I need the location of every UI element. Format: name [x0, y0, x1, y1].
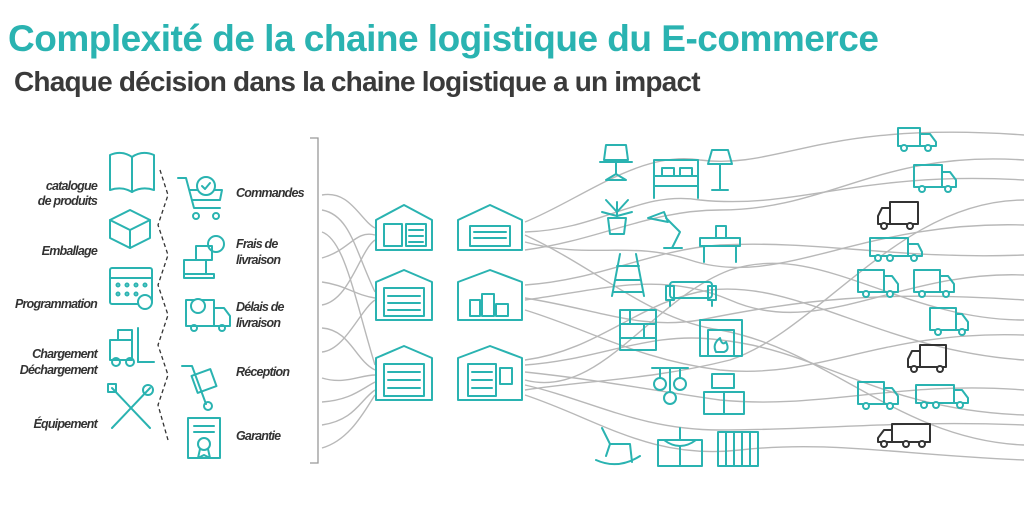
dashed-separator: [157, 169, 169, 441]
bookshelf-icon: [619, 309, 657, 351]
tv-stand-icon: [703, 373, 745, 415]
label-garantie: Garantie: [236, 429, 281, 443]
euro-boxes-icon: [183, 235, 225, 279]
forklift-icon: [109, 327, 155, 367]
label-dechargement: Déchargement: [20, 363, 99, 377]
label-catalogue-2: de produits: [38, 194, 98, 208]
label-equipement: Équipement: [33, 416, 98, 431]
label-delais: Délais de: [236, 300, 285, 314]
truck-icon: [877, 201, 919, 230]
truck-icon: [869, 237, 923, 262]
label-commandes: Commandes: [236, 186, 305, 200]
truck-icon: [857, 381, 899, 410]
page-title: Complexité de la chaine logistique du E-…: [8, 18, 879, 59]
page-subtitle: Chaque décision dans la chaine logistiqu…: [14, 66, 701, 97]
certificate-icon: [187, 417, 221, 459]
sink-icon: [657, 427, 703, 467]
side-table-icon: [699, 225, 741, 263]
ceiling-lamp-icon: [651, 367, 689, 405]
crib-icon: [717, 431, 759, 467]
tools-icon: [107, 383, 154, 429]
delivery-time-icon: [185, 298, 231, 332]
label-frais-2: livraison: [236, 253, 281, 267]
middle-labels: Commandes Frais de livraison Délais de l…: [236, 186, 305, 443]
truck-icon: [913, 164, 957, 193]
sofa-icon: [665, 281, 717, 307]
left-labels: catalogue de produits Emballage Programm…: [15, 179, 99, 431]
bracket: [310, 137, 319, 464]
label-catalogue: catalogue: [46, 179, 98, 193]
label-chargement: Chargement: [32, 347, 99, 361]
label-delais-2: livraison: [236, 316, 281, 330]
cart-icon: [177, 176, 223, 220]
ladder-icon: [611, 253, 645, 297]
label-reception: Réception: [236, 365, 290, 379]
book-icon: [109, 151, 155, 193]
truck-icon: [897, 127, 937, 152]
desk-lamp-icon: [647, 211, 683, 249]
floor-lamp-icon: [707, 149, 733, 191]
warehouse-icon: [375, 204, 433, 251]
truck-icon: [913, 269, 955, 298]
bed-icon: [653, 159, 699, 199]
fireplace-icon: [699, 319, 743, 357]
label-emballage: Emballage: [42, 244, 98, 258]
box-icon: [109, 209, 151, 249]
truck-icon: [877, 423, 931, 448]
warehouse-icon: [375, 269, 433, 321]
truck-icon: [857, 269, 899, 298]
truck-icon: [915, 384, 969, 409]
truck-icon: [929, 307, 969, 336]
warehouse-icon: [375, 345, 433, 401]
chair-icon: [599, 144, 633, 181]
plant-icon: [601, 199, 633, 235]
rocking-chair-icon: [595, 427, 641, 466]
truck-icon: [907, 344, 947, 373]
warehouse-icon: [457, 345, 523, 401]
warehouse-icon: [457, 269, 523, 321]
warehouse-icon: [457, 204, 523, 251]
label-programmation: Programmation: [15, 297, 98, 311]
hand-truck-icon: [181, 365, 218, 411]
calendar-icon: [109, 267, 153, 310]
label-frais: Frais de: [236, 237, 278, 251]
